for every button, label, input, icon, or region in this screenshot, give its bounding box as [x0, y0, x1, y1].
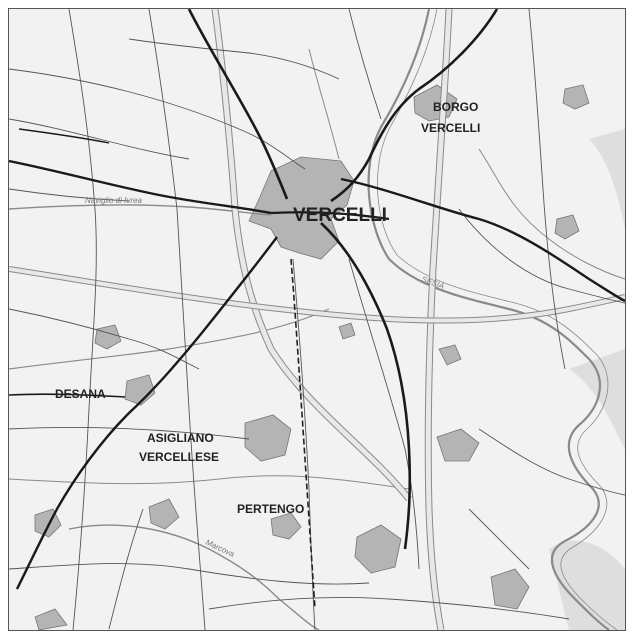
- sesia-river-bank: [377, 9, 618, 630]
- place-label-borgo-vercelli: BORGO: [433, 100, 478, 114]
- place-label-vercelli: VERCELLI: [293, 205, 387, 226]
- town-east-urban-area: [436, 428, 480, 462]
- highways: [9, 9, 625, 630]
- canal: [9, 308, 330, 370]
- town-south-urban-area: [354, 524, 402, 574]
- map-canvas[interactable]: VERCELLI BORGO VERCELLI DESANA ASIGLIANO…: [9, 9, 625, 630]
- road-desana: [9, 393, 126, 398]
- village-urban-area: [338, 322, 356, 340]
- vercelli-urban-area: [248, 156, 355, 260]
- town-southeast-urban-area: [490, 568, 530, 610]
- sesia-river: [367, 9, 610, 630]
- village-urban-area: [562, 84, 590, 110]
- canal: [308, 48, 340, 160]
- pertengo-urban-area: [270, 512, 302, 540]
- village-urban-area: [554, 214, 580, 240]
- place-label-asigliano-vercellese: ASIGLIANO: [147, 431, 214, 445]
- road-northwest: [18, 128, 110, 144]
- place-label-desana: DESANA: [55, 387, 106, 401]
- place-label-pertengo: PERTENGO: [237, 502, 304, 516]
- minor-roads: [9, 9, 625, 630]
- water-label-naviglio: Naviglio di Ivrea: [85, 196, 142, 205]
- village-urban-area: [34, 608, 68, 630]
- place-label-asigliano-vercellese: VERCELLESE: [139, 450, 219, 464]
- naviglio-di-ivrea: [9, 204, 272, 216]
- relief-shading: [549, 129, 625, 630]
- place-label-borgo-vercelli: VERCELLI: [421, 121, 480, 135]
- railway-west: [9, 159, 272, 215]
- railway-south: [290, 258, 316, 610]
- canal: [478, 148, 625, 280]
- waterways: [9, 9, 625, 630]
- desana-urban-area: [124, 374, 156, 406]
- railway-east: [340, 177, 625, 303]
- town-southwest-urban-area: [148, 498, 180, 530]
- marcova-stream: [68, 524, 320, 630]
- asigliano-urban-area: [244, 414, 292, 462]
- road-west-east: [270, 211, 390, 221]
- urban-areas: [34, 84, 590, 630]
- major-roads: [9, 9, 625, 590]
- town-west-urban-area: [34, 508, 62, 538]
- road-southwest: [15, 236, 278, 590]
- railway-north: [187, 9, 289, 200]
- village-urban-area: [438, 344, 462, 366]
- map-frame[interactable]: VERCELLI BORGO VERCELLI DESANA ASIGLIANO…: [8, 8, 626, 631]
- road-south: [320, 222, 412, 550]
- village-urban-area: [94, 324, 122, 350]
- road-northeast: [330, 9, 499, 203]
